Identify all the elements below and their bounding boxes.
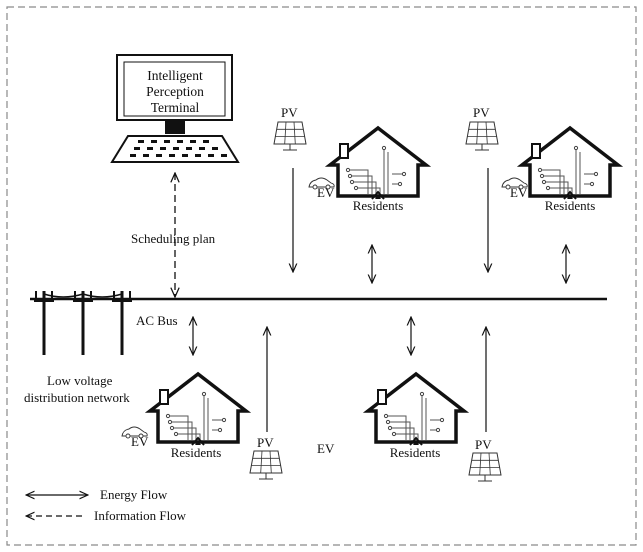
legend-information-flow-label: Information Flow	[94, 508, 187, 523]
monitor-screen	[123, 61, 226, 117]
pv-label: PV	[475, 437, 492, 452]
ev-label: EV	[131, 434, 149, 449]
house-icon	[148, 372, 248, 447]
residents-label: Residents	[390, 445, 441, 460]
distribution-network-icon	[34, 291, 132, 355]
residents-label: Residents	[171, 445, 222, 460]
pv-panel-icon	[273, 121, 307, 151]
house-icon	[328, 126, 428, 201]
network-label-line1: Low voltage	[47, 373, 113, 388]
ev-label: EV	[317, 185, 335, 200]
outer-dashed-frame	[6, 6, 637, 546]
terminal-title-line1: Intelligent	[147, 68, 203, 83]
pv-label: PV	[257, 435, 274, 450]
ev-label: EV	[510, 185, 528, 200]
scheduling-plan-label: Scheduling plan	[131, 231, 216, 246]
network-label-line2: distribution network	[24, 390, 130, 405]
pv-panel-icon	[468, 452, 502, 482]
legend: Energy Flow Information Flow	[26, 487, 187, 523]
monitor-stand	[165, 120, 185, 134]
house-icon	[520, 126, 620, 201]
legend-energy-flow-label: Energy Flow	[100, 487, 168, 502]
pv-label: PV	[281, 105, 298, 120]
residents-label: Residents	[353, 198, 404, 213]
terminal-title-line2: Perception	[146, 84, 204, 99]
house-icon	[366, 372, 466, 447]
pv-panel-icon	[249, 450, 283, 480]
intelligent-perception-terminal: Intelligent Perception Terminal	[110, 54, 240, 163]
residents-label: Residents	[545, 198, 596, 213]
ac-bus-label: AC Bus	[136, 313, 178, 328]
keyboard-keys	[130, 140, 227, 157]
pv-label: PV	[473, 105, 490, 120]
ev-label: EV	[317, 441, 335, 456]
terminal-title-line3: Terminal	[151, 100, 200, 115]
pv-panel-icon	[465, 121, 499, 151]
